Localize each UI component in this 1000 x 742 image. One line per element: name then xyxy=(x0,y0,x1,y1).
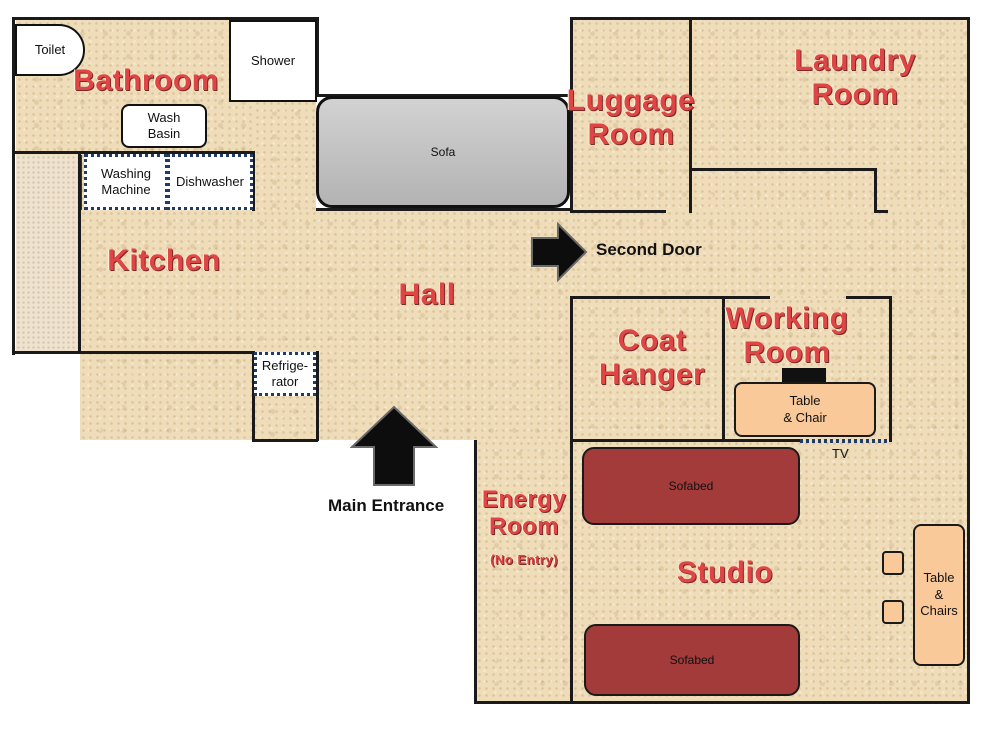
wall xyxy=(874,168,877,212)
wall xyxy=(570,17,970,20)
wall xyxy=(252,439,318,442)
wall xyxy=(252,351,255,441)
room-label-energy-room: Energy Room xyxy=(481,486,567,540)
wash-basin: Wash Basin xyxy=(121,104,207,148)
arrow-right-icon xyxy=(531,222,588,282)
room-label-luggage-room: Luggage Room xyxy=(566,84,696,151)
room-label-laundry-room: Laundry Room xyxy=(794,44,916,111)
second-door-corridor-floor xyxy=(575,210,968,300)
wall xyxy=(689,17,692,213)
wall xyxy=(570,296,770,299)
working-table: Table & Chair xyxy=(734,382,876,437)
working-room-chair xyxy=(782,368,826,384)
wall xyxy=(12,151,254,154)
studio-table: Table & Chairs xyxy=(913,524,965,666)
hall-floor xyxy=(80,210,575,440)
working-room-tv-wall xyxy=(800,439,888,443)
arrow-up-icon xyxy=(350,405,438,486)
energy-room-floor xyxy=(476,440,572,702)
refrigerator: Refrige- rator xyxy=(254,352,316,396)
room-label-energy-room-note: (No Entry) xyxy=(490,552,558,567)
wall xyxy=(12,17,15,355)
wall xyxy=(78,154,81,354)
wall xyxy=(889,296,892,442)
wall xyxy=(570,17,573,213)
laundry-room-floor xyxy=(692,20,968,210)
main-entrance-label: Main Entrance xyxy=(328,496,445,515)
washing-machine: Washing Machine xyxy=(84,154,168,210)
wall xyxy=(722,296,725,442)
wall xyxy=(692,168,876,171)
right-corridor-floor xyxy=(890,298,968,440)
room-label-studio: Studio xyxy=(676,556,774,589)
toilet: Toilet xyxy=(15,24,85,76)
wall xyxy=(12,351,254,354)
shower: Shower xyxy=(229,20,317,102)
sofabed-bottom: Sofabed xyxy=(584,624,800,696)
wall xyxy=(474,440,477,704)
room-label-hall: Hall xyxy=(398,278,456,311)
wall xyxy=(12,17,318,20)
wall xyxy=(874,210,888,213)
second-door-label: Second Door xyxy=(596,240,702,259)
wall xyxy=(316,94,572,97)
wall xyxy=(570,210,666,213)
coat-hanger-floor xyxy=(572,298,722,440)
wall xyxy=(316,351,319,441)
wall xyxy=(570,296,573,704)
wall xyxy=(474,701,970,704)
kitchen-counter xyxy=(16,155,82,351)
wall xyxy=(316,208,572,211)
sofa: Sofa xyxy=(316,96,570,208)
wall xyxy=(570,439,800,442)
bathroom-lower-floor xyxy=(254,100,316,210)
wall xyxy=(846,296,892,299)
room-label-kitchen: Kitchen xyxy=(107,244,221,277)
room-label-working-room: Working Room xyxy=(725,302,849,369)
tv-label: TV xyxy=(832,446,849,461)
dishwasher: Dishwasher xyxy=(167,154,253,210)
luggage-room-floor xyxy=(572,20,690,210)
room-label-bathroom: Bathroom xyxy=(73,64,219,97)
studio-chair xyxy=(882,600,904,624)
studio-chair xyxy=(882,551,904,575)
wall xyxy=(252,151,255,211)
wall xyxy=(316,17,319,97)
room-label-coat-hanger: Coat Hanger xyxy=(598,324,706,391)
wall xyxy=(967,17,970,703)
sofabed-top: Sofabed xyxy=(582,447,800,525)
